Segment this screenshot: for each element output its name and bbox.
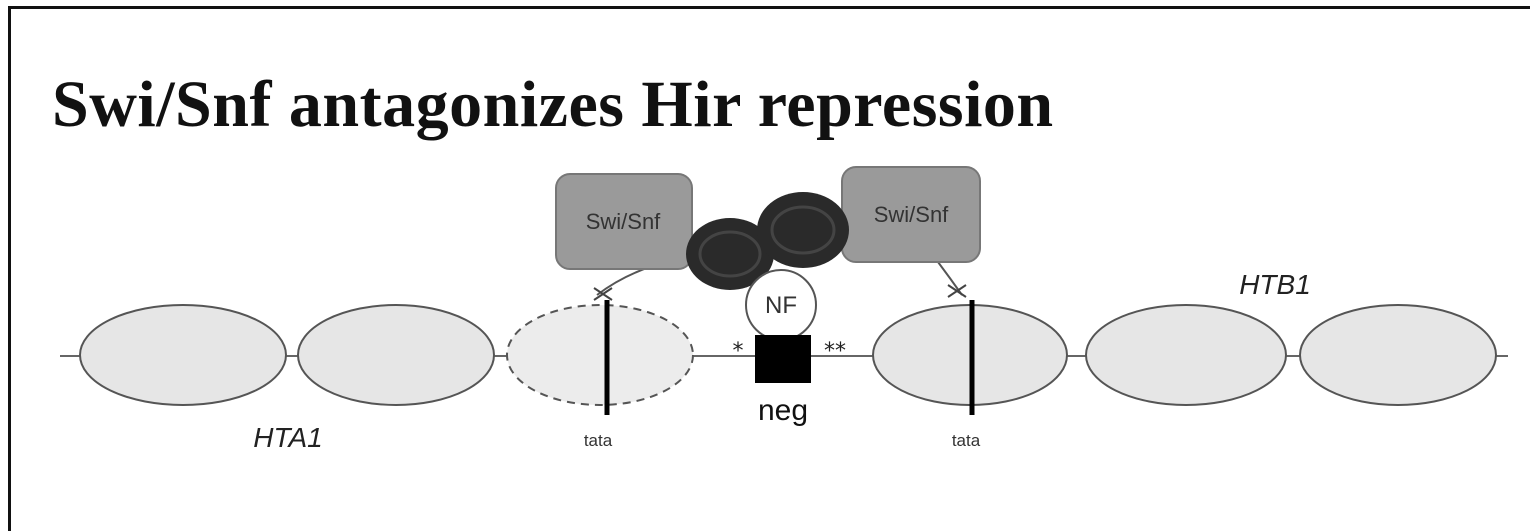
histone-ring-1 <box>698 230 762 278</box>
gene-label-hta1: HTA1 <box>253 422 323 453</box>
nucleosome-6 <box>1299 304 1497 406</box>
figure-frame <box>8 6 1530 531</box>
neg-element <box>755 335 811 383</box>
figure-title: Swi/Snf antagonizes Hir repression <box>52 68 1054 141</box>
tata-label-right: tata <box>952 431 981 450</box>
star-left: * <box>733 339 744 364</box>
nucleosome-5 <box>1085 304 1287 406</box>
evicted-histones <box>686 192 849 290</box>
cross-mark-left <box>593 287 613 301</box>
nucleosome-2 <box>297 304 495 406</box>
histone-dark-2 <box>757 192 849 268</box>
tata-label-left: tata <box>584 431 613 450</box>
nucleosome-1 <box>79 304 287 406</box>
nf-label: NF <box>765 292 797 319</box>
neg-label: neg <box>758 394 808 427</box>
swi-snf-label-left: Swi/Snf <box>586 209 661 234</box>
swi-snf-label-right: Swi/Snf <box>874 202 949 227</box>
histone-dark-1 <box>686 218 774 290</box>
cross-mark-right <box>947 284 967 298</box>
nucleosome-remodeled <box>506 304 694 406</box>
gene-label-htb1: HTB1 <box>1239 269 1311 300</box>
star-right: ** <box>824 339 846 364</box>
swi-snf-complex-left <box>555 173 693 270</box>
histone-ring-2 <box>770 205 836 255</box>
